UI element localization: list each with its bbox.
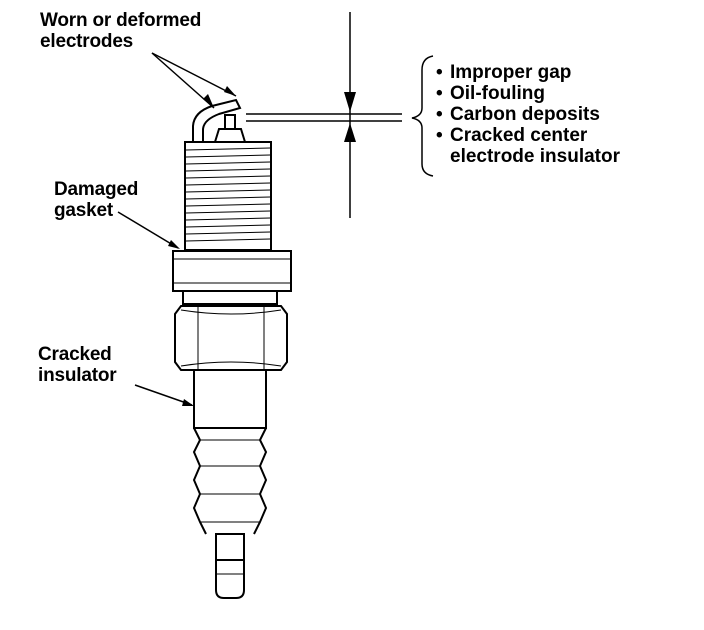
- damaged-gasket-line1: Damaged: [54, 179, 139, 200]
- gap-measurement: [246, 12, 434, 218]
- terminal-neck: [215, 533, 245, 561]
- gap-arrow-bottom: [344, 123, 356, 142]
- bullet-icon: •: [436, 104, 443, 125]
- spark-plug-illustration: [172, 98, 292, 599]
- gap-issue-item: • Cracked center: [436, 125, 620, 146]
- bullet-icon: •: [436, 62, 443, 83]
- leader-lines: [117, 52, 237, 406]
- gap-issue-text: Cracked center: [450, 125, 588, 146]
- worn-electrodes-label: Worn or deformed electrodes: [40, 10, 201, 52]
- hex-nut: [174, 305, 288, 371]
- cracked-insulator-line1: Cracked: [38, 344, 112, 365]
- issues-brace: [411, 55, 434, 177]
- insulator-tip: [214, 128, 246, 143]
- ground-electrode: [192, 98, 242, 142]
- gap-issue-item: • Oil-fouling: [436, 83, 620, 104]
- gap-issue-item: • Carbon deposits: [436, 104, 620, 125]
- terminal-nut: [215, 560, 245, 599]
- damaged-gasket-label: Damaged gasket: [54, 179, 138, 221]
- bullet-icon: •: [436, 125, 443, 146]
- gap-issue-text: Oil-fouling: [450, 83, 545, 104]
- thread-lines: [185, 147, 271, 242]
- gap-arrow-top: [344, 92, 356, 112]
- center-electrode: [224, 114, 236, 130]
- gap-issue-item: • Improper gap: [436, 62, 620, 83]
- insulator-body: [193, 370, 267, 429]
- insulator-ribs: [192, 427, 268, 535]
- gap-issue-continuation: electrode insulator: [450, 146, 620, 167]
- gap-issues-list: • Improper gap • Oil-fouling • Carbon depos…: [436, 62, 620, 167]
- worn-electrodes-line1: Worn or deformed: [40, 10, 202, 31]
- worn-electrodes-line2: electrodes: [40, 31, 134, 52]
- cracked-insulator-line2: insulator: [38, 365, 117, 386]
- bullet-icon: •: [436, 83, 443, 104]
- gasket: [172, 250, 292, 292]
- gap-issue-text: Improper gap: [450, 62, 572, 83]
- gap-issue-text: Carbon deposits: [450, 104, 600, 125]
- damaged-gasket-line2: gasket: [54, 200, 114, 221]
- cracked-insulator-label: Cracked insulator: [38, 344, 117, 386]
